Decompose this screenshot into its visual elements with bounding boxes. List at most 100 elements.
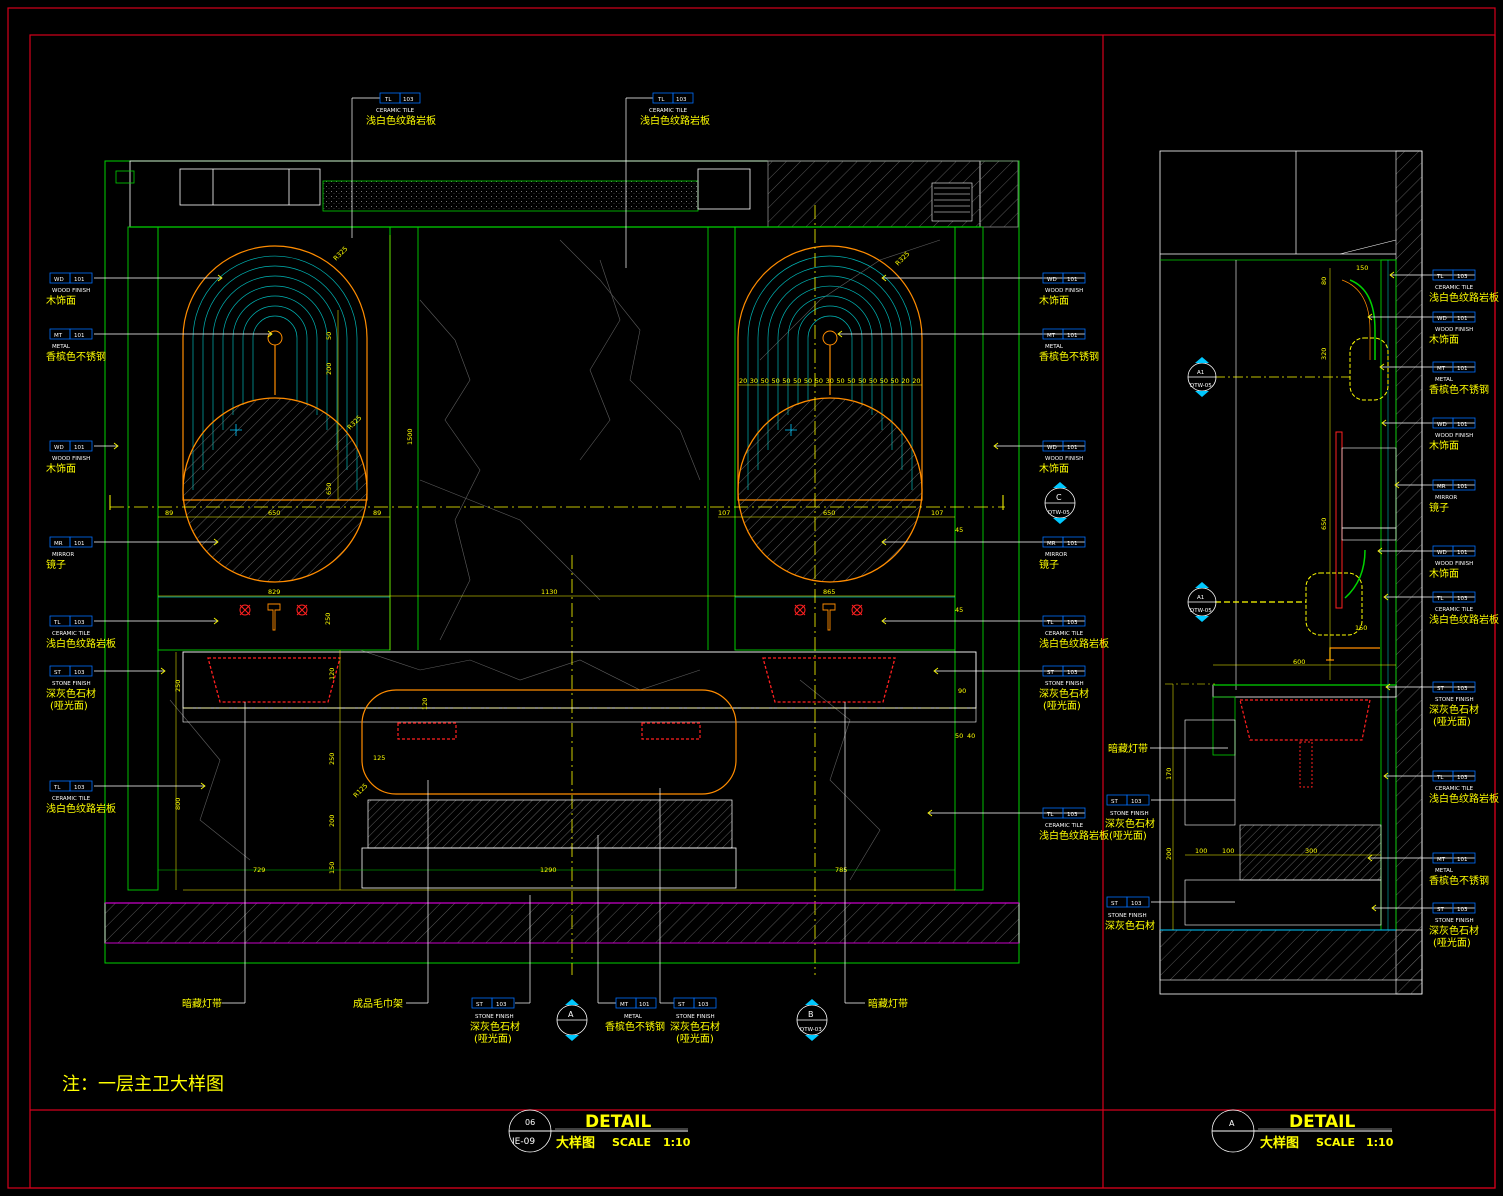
tag-num: 103 [496, 1002, 507, 1008]
title-main-detail: DETAIL [585, 1112, 651, 1132]
tag-code: TL [1436, 274, 1444, 280]
tag-en: METAL [1045, 344, 1064, 350]
tag-cn: 香槟色不锈钢 [1039, 350, 1099, 363]
title-side-detail: DETAIL [1289, 1112, 1355, 1132]
title-circle-bottom: IE-09 [512, 1137, 535, 1147]
tag-code: ST [678, 1002, 685, 1008]
vanity-counter [182, 651, 977, 723]
tag-en: WOOD FINISH [1435, 433, 1473, 439]
tag-cn: 浅白色纹路岩板 [1039, 829, 1109, 842]
tag-cn: 木饰面 [1039, 294, 1069, 307]
tag-en: CERAMIC TILE [1435, 786, 1474, 792]
main-top-center-tag: TL 103 CERAMIC TILE 浅白色纹路岩板 [625, 92, 710, 268]
tag-en: WOOD FINISH [1435, 327, 1473, 333]
main-bottom-labels: 暗藏灯带 成品毛巾架 ST 103 STONE FINISH 深灰色石材 (哑光… [182, 702, 908, 1045]
tag-code: MT [1047, 333, 1056, 339]
tag-code: WD [1437, 550, 1447, 556]
tag-en: CERAMIC TILE [1435, 607, 1474, 613]
tag-cn2: (哑光面) [1433, 936, 1471, 949]
tag-cn: 镜子 [1429, 501, 1449, 514]
tag-en: STONE FINISH [1435, 918, 1474, 924]
tag-code: MT [620, 1002, 629, 1008]
drawing-frame [7, 7, 1496, 1189]
tag-cn2: (哑光面) [676, 1032, 714, 1045]
tag-cn: 深灰色石材 [1105, 919, 1155, 932]
right-faucet [794, 604, 863, 616]
section-mark-b: B DTW-03 [796, 999, 828, 1041]
tag-num: 103 [1067, 670, 1078, 676]
dim-865: 865 [823, 588, 835, 596]
tag-cn: 香槟色不锈钢 [605, 1020, 665, 1033]
dim-arc-width: 50 [815, 377, 823, 385]
side-mark-2: A1 DTW-05 [1187, 582, 1217, 622]
title-circle-top: A [1229, 1119, 1235, 1128]
tag-num: 101 [1457, 422, 1468, 428]
tag-cn: 深灰色石材 [46, 687, 96, 700]
side-dim-200: 200 [1165, 848, 1173, 860]
tag-num: 101 [1067, 445, 1078, 451]
dim-arc-width: 50 [793, 377, 801, 385]
tag-num: 101 [1067, 541, 1078, 547]
tag-cn2: (哑光面) [1043, 699, 1081, 712]
dim-arc-width: 20 [901, 377, 909, 385]
tag-code: MT [54, 333, 63, 339]
side-dim-150: 150 [1356, 264, 1368, 272]
dim-arc-width: 30 [750, 377, 758, 385]
tag-en: MIRROR [1435, 495, 1457, 501]
tag-en: STONE FINISH [1110, 811, 1149, 817]
dim-107-a: 107 [718, 509, 730, 517]
dim-arc-width: 50 [782, 377, 790, 385]
tag-cn: 镜子 [1039, 558, 1059, 571]
tag-code: TL [1436, 596, 1444, 602]
tag-num: 103 [1131, 799, 1142, 805]
tag-en: MIRROR [52, 552, 74, 558]
dim-arc-width: 50 [858, 377, 866, 385]
tag-en: CERAMIC TILE [1045, 631, 1084, 637]
tag-en: METAL [1435, 377, 1454, 383]
dim-89-b: 89 [373, 509, 381, 517]
tag-code: ST [1437, 686, 1444, 692]
tag-en: CERAMIC TILE [649, 108, 688, 114]
title-block-side: A DETAIL 大样图 SCALE 1:10 [1211, 1109, 1394, 1153]
dim-1500: 1500 [406, 428, 414, 445]
mark-top: A1 [1197, 370, 1204, 376]
tag-cn: 浅白色纹路岩板 [1429, 291, 1499, 304]
tag-num: 101 [1457, 366, 1468, 372]
tag-cn2: (哑光面) [50, 699, 88, 712]
title-side-scale-value: 1:10 [1366, 1136, 1394, 1149]
tag-en: STONE FINISH [1108, 913, 1147, 919]
tag-cn: 浅白色纹路岩板 [46, 637, 116, 650]
dim-r125: R125 [352, 782, 370, 800]
dim-650-b: 650 [823, 509, 835, 517]
tag-cn: 木饰面 [46, 462, 76, 475]
tag-en: STONE FINISH [1435, 697, 1474, 703]
tag-cn: 浅白色纹路岩板 [1429, 792, 1499, 805]
dim-107-b: 107 [931, 509, 943, 517]
tag-cn2: (哑光面) [1109, 829, 1147, 842]
side-dimensions: 150 80 320 650 600 150 170 200 100 100 3… [1165, 264, 1396, 930]
right-arch-wood-panel [737, 245, 923, 583]
dim-arc-width: 50 [804, 377, 812, 385]
tag-code: WD [54, 445, 64, 451]
tag-num: 101 [639, 1002, 650, 1008]
tag-num: 103 [1067, 812, 1078, 818]
dim-50-r: 50 [955, 732, 963, 740]
mark-bottom: DTW-05 [1190, 608, 1212, 614]
tag-code: TL [1046, 620, 1054, 626]
mark-top: A [568, 1010, 574, 1019]
dim-125: 125 [373, 754, 385, 762]
